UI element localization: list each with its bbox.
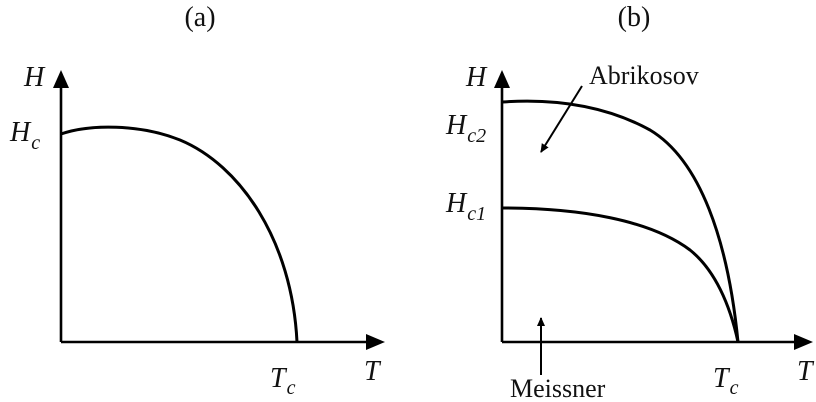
panel-b: (b) H Abrikosov Hc2 Hc1 Meissner Tc T [445,2,815,402]
panel-a: (a) H Hc Tc T [9,2,385,399]
panel-a-hc-label: Hc [9,117,40,154]
panel-b-title: (b) [618,2,651,33]
panel-b-y-axis-arrowhead [494,70,510,88]
panel-b-y-axis-label: H [465,62,488,93]
panel-b-hc2-curve [501,99,740,343]
meissner-label: Meissner [510,374,606,402]
panel-a-x-axis-label: T [364,356,382,387]
abrikosov-label: Abrikosov [589,61,699,90]
panel-b-tc-label: Tc [713,363,739,399]
panel-a-y-axis-label: H [23,62,46,93]
panel-b-hc1-label: Hc1 [445,188,486,225]
panel-b-x-axis-label: T [797,356,815,387]
panel-b-hc2-label: Hc2 [445,110,486,147]
panel-b-hc1-curve [501,206,740,343]
panel-a-tc-label: Tc [270,363,296,399]
panel-b-x-axis-arrowhead [794,334,813,350]
panel-a-title: (a) [184,2,215,33]
panel-a-y-axis-arrowhead [53,70,69,88]
panel-a-x-axis-arrowhead [366,334,385,350]
panel-a-hc-curve [60,125,299,343]
abrikosov-arrow [540,85,583,153]
